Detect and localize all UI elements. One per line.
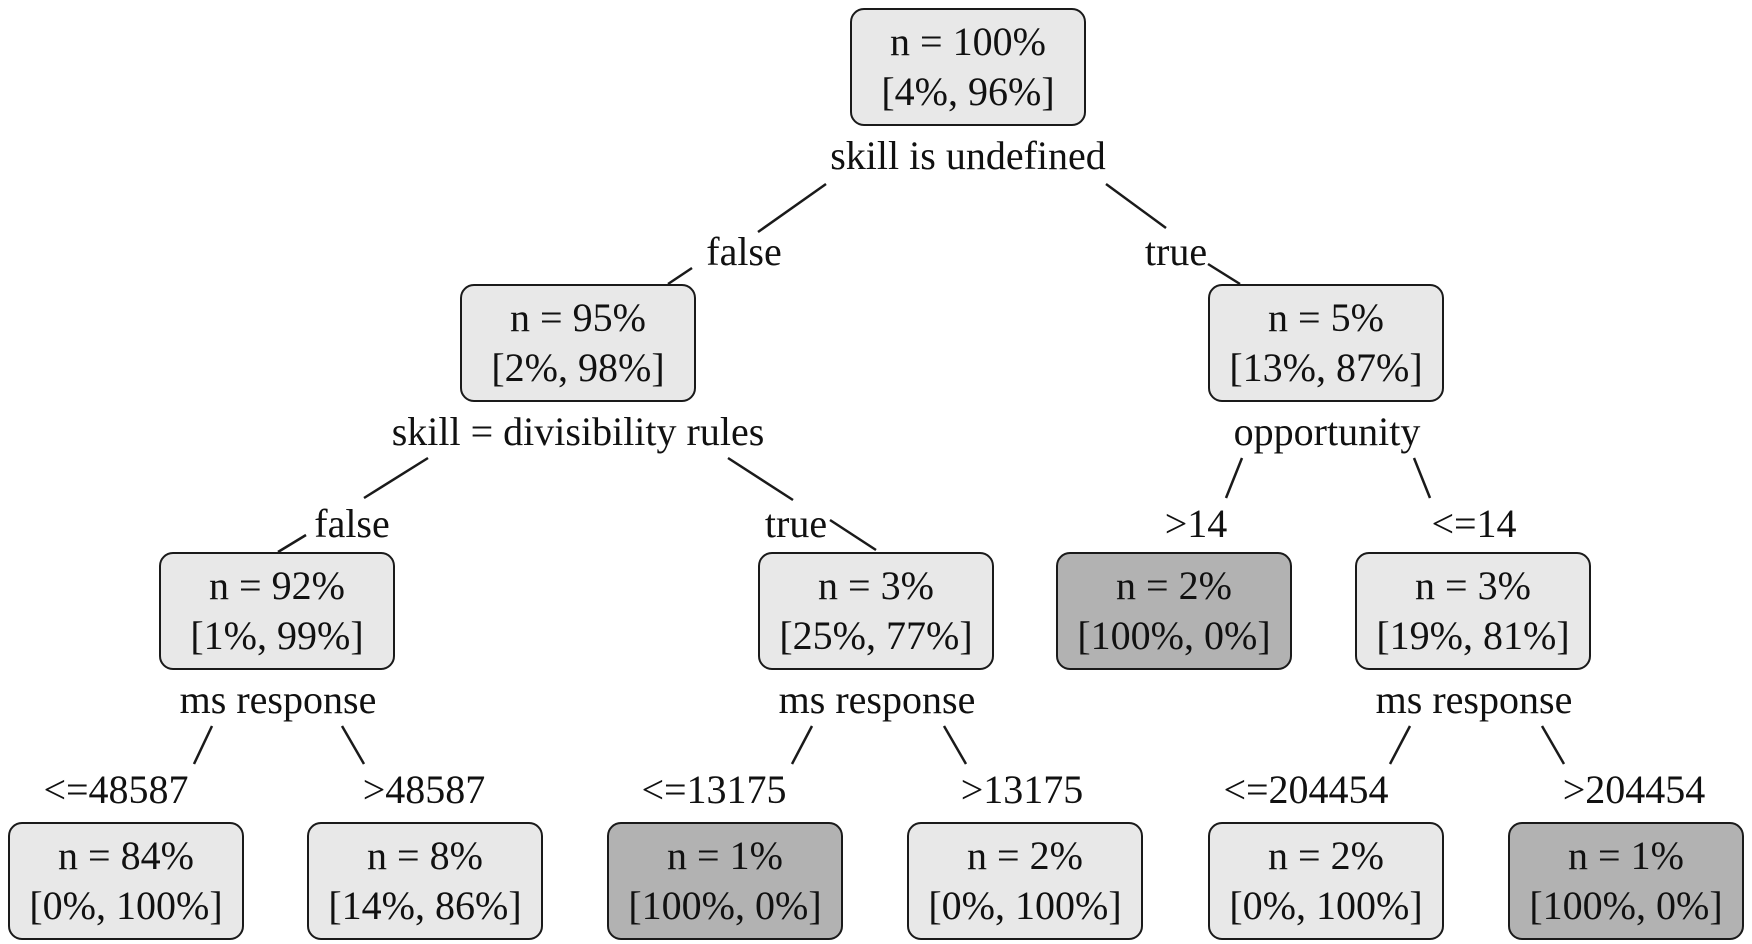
node-count: n = 2% [967,833,1083,878]
edge-line [667,266,693,286]
tree-node-n3b: n = 3% [19%, 81%] [1355,552,1591,670]
edge-line [1388,725,1412,765]
split-label: ms response [778,677,976,722]
tree-node-n5: n = 5% [13%, 87%] [1208,284,1444,402]
edge-line [1207,262,1241,286]
edge-line [192,725,214,765]
edge-line [1224,457,1244,499]
edge-line [1105,182,1167,230]
node-distribution: [0%, 100%] [29,883,223,928]
tree-node-n8: n = 8% [14%, 86%] [307,822,543,940]
edge-label-le: <=48587 [43,767,189,812]
split-label: opportunity [1233,409,1421,454]
tree-node-n2c: n = 2% [0%, 100%] [1208,822,1444,940]
edge-line [757,182,827,234]
node-distribution: [19%, 81%] [1376,613,1570,658]
node-distribution: [25%, 77%] [779,613,973,658]
edge-label-le: <=13175 [641,767,787,812]
edge-label-false: false [706,229,782,274]
node-distribution: [13%, 87%] [1229,345,1423,390]
node-distribution: [100%, 0%] [1529,883,1723,928]
edge-label-true: true [1144,229,1208,274]
node-count: n = 3% [1415,563,1531,608]
edge-line [790,725,814,765]
edge-label-gt: >14 [1164,501,1228,546]
split-label: ms response [1375,677,1573,722]
node-count: n = 92% [209,563,345,608]
tree-node-root: n = 100% [4%, 96%] [850,8,1086,126]
node-count: n = 1% [1568,833,1684,878]
node-count: n = 2% [1268,833,1384,878]
edge-line [1412,457,1432,499]
tree-node-n2a: n = 2% [100%, 0%] [1056,552,1292,670]
node-distribution: [0%, 100%] [1229,883,1423,928]
edge-line [829,518,877,552]
node-count: n = 8% [367,833,483,878]
tree-node-n1b: n = 1% [100%, 0%] [1508,822,1744,940]
split-label: ms response [179,677,377,722]
tree-node-n92: n = 92% [1%, 99%] [159,552,395,670]
tree-node-n2b: n = 2% [0%, 100%] [907,822,1143,940]
node-count: n = 5% [1268,295,1384,340]
edge-line [340,725,366,765]
edge-line [363,456,429,500]
edge-line [277,533,307,554]
node-count: n = 1% [667,833,783,878]
edge-label-gt: >13175 [960,767,1084,812]
edge-label-false: false [314,501,390,546]
node-distribution: [4%, 96%] [881,69,1055,114]
split-label: skill = divisibility rules [391,409,765,454]
edge-label-true: true [764,501,828,546]
node-distribution: [1%, 99%] [190,613,364,658]
edge-label-gt: >48587 [362,767,486,812]
edge-line [942,725,968,765]
node-distribution: [2%, 98%] [491,345,665,390]
edge-line [1540,725,1566,765]
edge-line [727,456,794,502]
node-distribution: [100%, 0%] [628,883,822,928]
edge-label-gt: >204454 [1562,767,1706,812]
node-count: n = 100% [890,19,1046,64]
split-label: skill is undefined [830,133,1106,178]
edge-label-le: <=14 [1431,501,1517,546]
tree-node-n84: n = 84% [0%, 100%] [8,822,244,940]
node-distribution: [0%, 100%] [928,883,1122,928]
node-count: n = 95% [510,295,646,340]
node-distribution: [14%, 86%] [328,883,522,928]
tree-node-n1a: n = 1% [100%, 0%] [607,822,843,940]
tree-node-n3a: n = 3% [25%, 77%] [758,552,994,670]
node-count: n = 84% [58,833,194,878]
node-distribution: [100%, 0%] [1077,613,1271,658]
tree-node-n95: n = 95% [2%, 98%] [460,284,696,402]
edge-label-le: <=204454 [1223,767,1389,812]
node-count: n = 2% [1116,563,1232,608]
node-count: n = 3% [818,563,934,608]
